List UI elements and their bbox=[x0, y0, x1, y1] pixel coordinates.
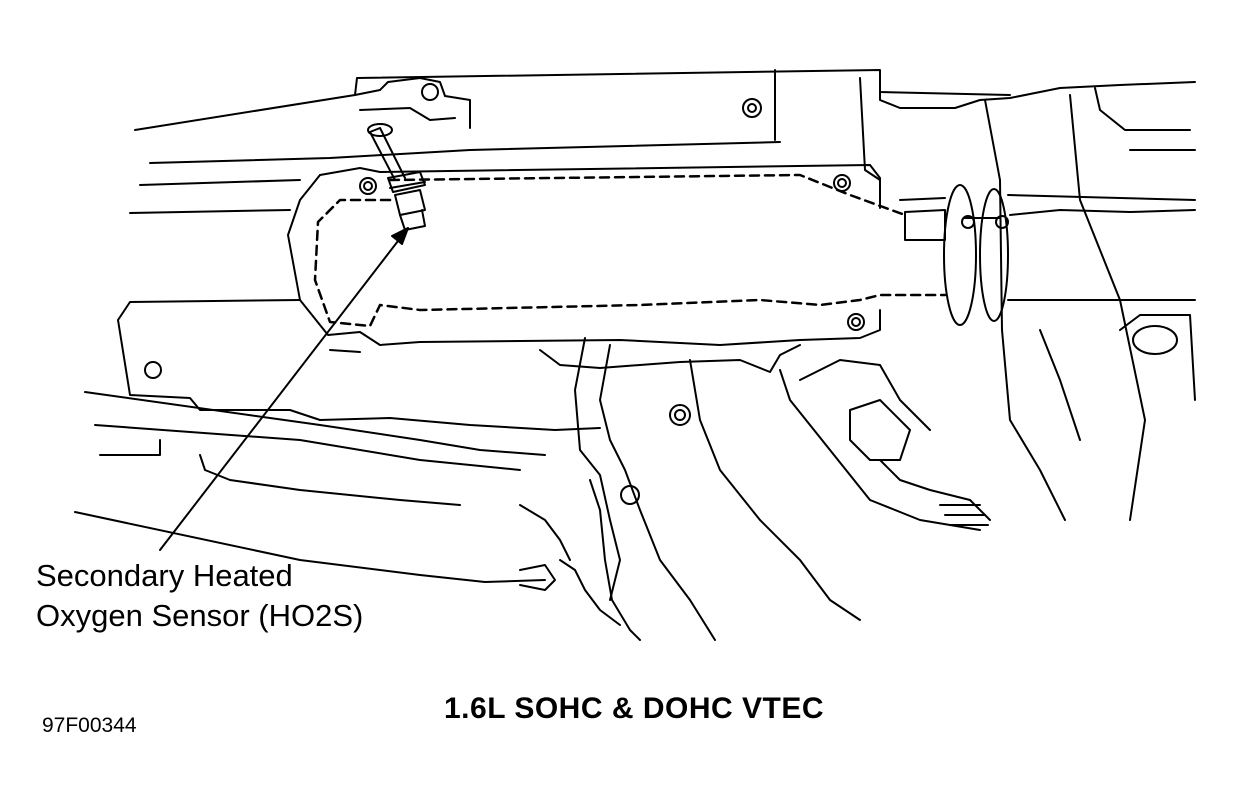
oxygen-sensor bbox=[367, 123, 426, 231]
callout-leader-arrow bbox=[159, 227, 409, 551]
figure-id: 97F00344 bbox=[42, 714, 137, 737]
engine-caption: 1.6L SOHC & DOHC VTEC bbox=[444, 692, 825, 725]
converter-hidden-outline bbox=[313, 173, 947, 328]
heat-shield bbox=[117, 164, 881, 431]
floor-panel-outline bbox=[129, 69, 1196, 214]
callout-line-2: Oxygen Sensor (HO2S) bbox=[36, 598, 364, 633]
center-bracket bbox=[559, 479, 641, 641]
exhaust-flange-joint bbox=[899, 184, 1196, 326]
right-chassis-structure bbox=[984, 87, 1196, 521]
lower-frame-rails bbox=[74, 391, 571, 591]
sensor-callout-label: Secondary Heated Oxygen Sensor (HO2S) bbox=[36, 556, 363, 636]
shield-bolts bbox=[144, 83, 865, 505]
callout-line-1: Secondary Heated bbox=[36, 558, 293, 593]
lower-crossmember bbox=[574, 337, 991, 641]
